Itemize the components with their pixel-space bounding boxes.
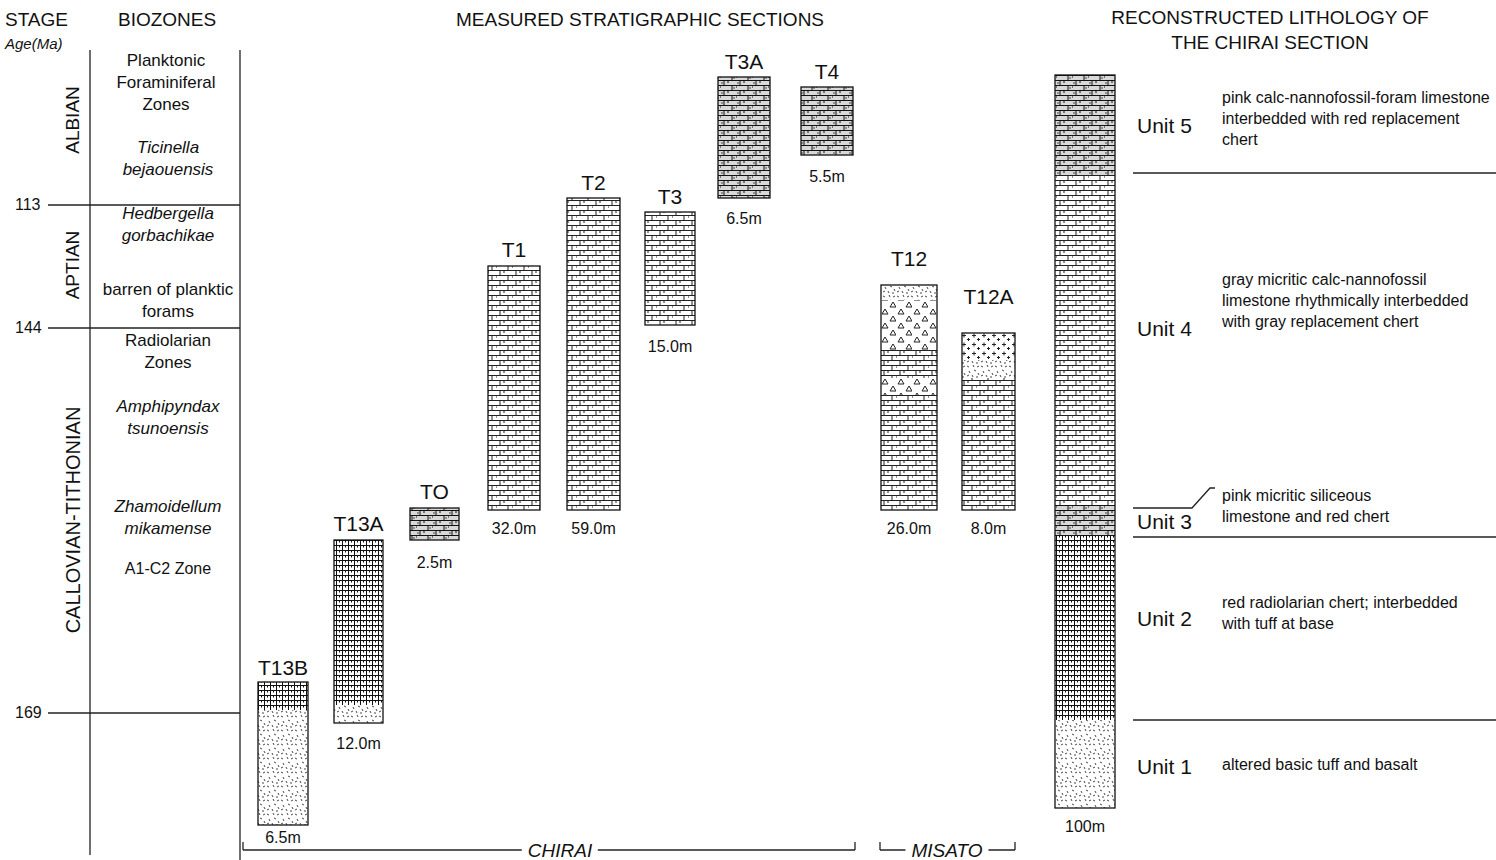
section-column: T3A6.5m bbox=[718, 77, 770, 198]
age-value: 169 bbox=[15, 703, 42, 724]
zone-name: A1-C2 Zone bbox=[100, 559, 236, 580]
frame-lines bbox=[48, 50, 1496, 860]
zone-name: Zhamoidellum mikamense bbox=[100, 496, 236, 540]
thickness-label: 6.5m bbox=[265, 829, 301, 847]
section-heading: RECONSTRUCTED LITHOLOGY OF THE CHIRAI SE… bbox=[1090, 6, 1450, 55]
section-name: T3 bbox=[658, 185, 683, 209]
unit-name: Unit 2 bbox=[1137, 605, 1192, 632]
stage-name: ALBIAN bbox=[61, 86, 86, 154]
strat-column bbox=[718, 77, 770, 198]
section-name: T1 bbox=[502, 238, 527, 262]
zone-name: Amphipyndax tsunoensis bbox=[100, 396, 236, 440]
thickness-label: 8.0m bbox=[971, 520, 1007, 538]
strat-column bbox=[962, 333, 1015, 510]
strat-column bbox=[488, 266, 540, 510]
unit-description: pink micritic siliceous limestone and re… bbox=[1222, 486, 1437, 528]
unit-description: pink calc-nannofossil-foram limestone in… bbox=[1222, 88, 1490, 150]
strat-column bbox=[334, 540, 383, 723]
unit-name: Unit 5 bbox=[1137, 112, 1192, 139]
strat-column bbox=[258, 682, 308, 825]
thickness-label: 12.0m bbox=[336, 735, 380, 753]
thickness-label: 2.5m bbox=[417, 554, 453, 572]
zone-name: barren of planktic forams bbox=[100, 279, 236, 323]
strat-column bbox=[410, 508, 459, 540]
stage-name: APTIAN bbox=[61, 231, 86, 300]
thickness-label: 6.5m bbox=[726, 210, 762, 228]
section-column: T13A12.0m bbox=[334, 540, 383, 723]
unit-name: Unit 1 bbox=[1137, 753, 1192, 780]
strat-column bbox=[801, 87, 853, 155]
zone-name: Hedbergella gorbachikae bbox=[100, 203, 236, 247]
column-heading: STAGE bbox=[5, 8, 68, 33]
section-name: T12 bbox=[891, 247, 927, 271]
axis-unit: Age(Ma) bbox=[5, 34, 63, 54]
thickness-label: 5.5m bbox=[809, 168, 845, 186]
thickness-label: 100m bbox=[1065, 818, 1105, 836]
strat-column bbox=[567, 198, 620, 510]
zone-heading: Planktonic Foraminiferal Zones bbox=[100, 50, 232, 116]
strat-column bbox=[645, 212, 695, 325]
section-name: T3A bbox=[725, 50, 764, 74]
locality-name: CHIRAI bbox=[522, 839, 598, 860]
thickness-label: 15.0m bbox=[648, 338, 692, 356]
section-column: T13B6.5m bbox=[258, 682, 308, 825]
section-column: T259.0m bbox=[567, 198, 620, 510]
section-column: T12A8.0m bbox=[962, 333, 1015, 510]
age-value: 113 bbox=[15, 195, 41, 216]
section-column: T132.0m bbox=[488, 266, 540, 510]
section-heading: MEASURED STRATIGRAPHIC SECTIONS bbox=[390, 8, 890, 33]
section-name: T2 bbox=[581, 171, 606, 195]
thickness-label: 32.0m bbox=[492, 520, 536, 538]
section-name: T4 bbox=[815, 60, 840, 84]
section-column: T45.5m bbox=[801, 87, 853, 155]
zone-heading: Radiolarian Zones bbox=[100, 330, 236, 374]
section-name: T12A bbox=[963, 285, 1013, 309]
section-column: T1226.0m bbox=[881, 285, 937, 510]
section-column: 100m bbox=[1055, 75, 1115, 808]
thickness-label: 26.0m bbox=[887, 520, 931, 538]
section-column: T315.0m bbox=[645, 212, 695, 325]
section-name: TO bbox=[420, 480, 449, 504]
strat-column bbox=[1055, 75, 1115, 808]
stage-name: CALLOVIAN-TITHONIAN bbox=[60, 407, 86, 634]
strat-column bbox=[881, 285, 937, 510]
unit-description: altered basic tuff and basalt bbox=[1222, 755, 1490, 776]
age-value: 144 bbox=[15, 318, 42, 339]
section-name: T13A bbox=[333, 512, 383, 536]
thickness-label: 59.0m bbox=[571, 520, 615, 538]
locality-name: MISATO bbox=[905, 839, 988, 860]
section-name: T13B bbox=[258, 656, 308, 680]
unit-name: Unit 3 bbox=[1137, 508, 1192, 535]
unit-description: red radiolarian chert; interbedded with … bbox=[1222, 593, 1472, 635]
unit-name: Unit 4 bbox=[1137, 315, 1192, 342]
unit-description: gray micritic calc-nannofossil limestone… bbox=[1222, 270, 1490, 332]
column-heading: BIOZONES bbox=[118, 8, 216, 33]
section-column: TO2.5m bbox=[410, 508, 459, 540]
zone-name: Ticinella bejaouensis bbox=[108, 137, 228, 181]
